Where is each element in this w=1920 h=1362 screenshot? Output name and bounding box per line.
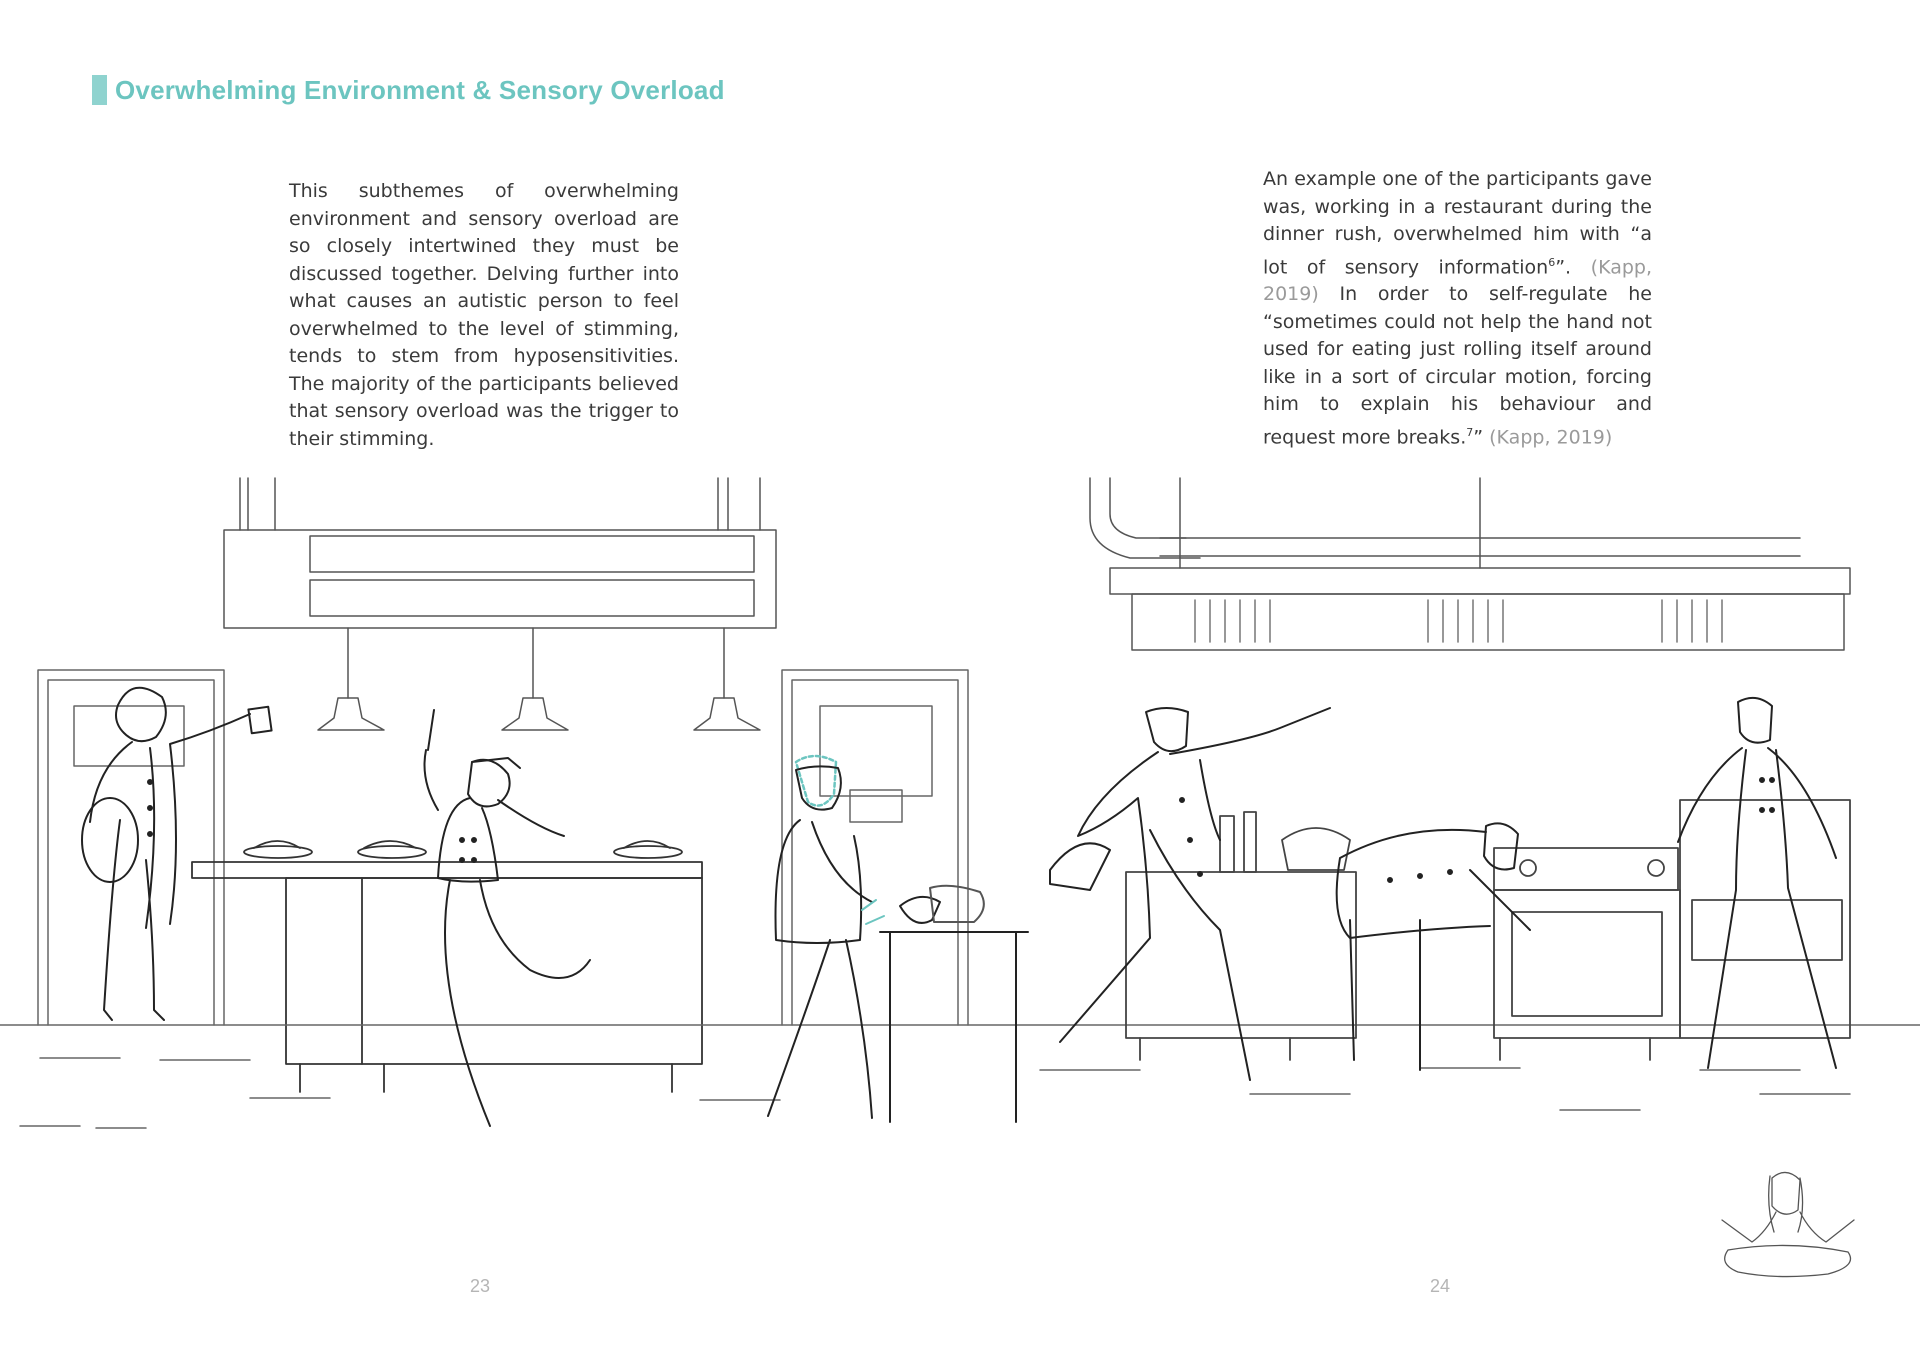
floor-lines [0, 1024, 1920, 1129]
citation-1: (Kapp, 2019) [1263, 255, 1652, 306]
meditating-figure-icon [1721, 1171, 1855, 1278]
right-text-part3: In order to self-regulate he “sometimes … [1263, 283, 1652, 449]
page-number-right: 24 [1430, 1276, 1451, 1296]
left-extractor-hood [223, 477, 777, 629]
figure-chef-knife [423, 709, 591, 1127]
footnote-ref-7: 7 [1466, 425, 1474, 439]
footnote-ref-6: 6 [1548, 255, 1556, 269]
section-heading: Overwhelming Environment & Sensory Overl… [92, 74, 725, 106]
figure-running-chef [1049, 707, 1331, 1081]
figure-stove-chef [1677, 696, 1837, 1069]
left-counter [191, 840, 703, 1093]
right-counters-oven [1125, 799, 1851, 1061]
left-column-text: This subthemes of overwhelming environme… [289, 180, 679, 450]
figure-overwhelmed-chef [767, 754, 1029, 1123]
page-number-left: 23 [470, 1276, 491, 1296]
heading-title: Overwhelming Environment & Sensory Overl… [115, 74, 725, 105]
left-doors [37, 669, 969, 1026]
right-extractor-duct [1089, 477, 1851, 651]
pendant-lamps [317, 627, 761, 731]
heading-accent-bar [92, 75, 107, 105]
right-text-part1: An example one of the participants gave … [1263, 168, 1652, 278]
figure-bending-chef [1335, 822, 1531, 1071]
right-text-part2: ”. [1555, 255, 1591, 278]
figure-waitress [81, 686, 273, 1021]
right-column-text: An example one of the participants gave … [1263, 166, 1652, 452]
citation-2: (Kapp, 2019) [1489, 426, 1613, 449]
right-text-part4: ” [1473, 426, 1490, 449]
